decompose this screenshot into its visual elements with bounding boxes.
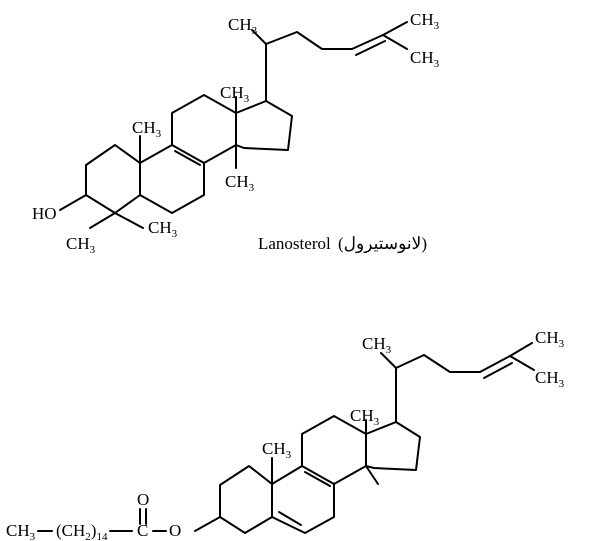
label-ester-carbon: C <box>137 521 148 540</box>
ester-structure: CH3 CH3 CH3 CH3 CH3 O C O CH3 (CH2)14 <box>6 328 565 541</box>
label-methyl-c10-2: CH3 <box>262 439 292 461</box>
double-bond-c5-c6 <box>278 511 302 526</box>
side-chain-double-bond <box>355 40 386 56</box>
side-chain-double-bond-2 <box>483 362 513 379</box>
side-chain-methyl-bond <box>251 29 267 45</box>
label-chain-unit: (CH2)14 <box>56 521 108 541</box>
label-methyl-c10: CH3 <box>132 118 162 140</box>
label-methyl-side: CH3 <box>228 15 258 37</box>
terminal-methyl-top-bond-2 <box>509 342 533 357</box>
label-methyl-c14: CH3 <box>225 172 255 194</box>
ring-d-2 <box>365 421 421 471</box>
label-methyl-end-bottom: CH3 <box>410 48 440 70</box>
caption-arabic: (لانوستيرول) <box>338 234 427 254</box>
side-chain-methyl-bond-2 <box>380 352 397 369</box>
methyl-bond-c14-2 <box>365 465 379 485</box>
ring-a-2 <box>219 465 273 534</box>
lanosterol-structure: CH3 CH3 CH3 CH3 CH3 CH3 CH3 CH3 HO Lanos… <box>32 10 440 256</box>
side-chain <box>265 31 408 102</box>
label-methyl-c4a: CH3 <box>66 234 96 256</box>
label-methyl-end-bottom-2: CH3 <box>535 368 565 390</box>
double-bond-c8-c9-2 <box>304 471 331 487</box>
terminal-methyl-top-bond <box>382 21 408 36</box>
ring-b-2 <box>271 465 335 534</box>
methyl-bond-c4a <box>89 212 116 229</box>
ring-d <box>235 100 293 151</box>
hydroxyl-bond <box>59 194 87 211</box>
methyl-bond-c4b <box>114 212 144 229</box>
ring-c <box>171 94 237 164</box>
label-carbonyl-oxygen: O <box>137 490 149 509</box>
ester-bond-c3 <box>194 516 221 532</box>
label-methyl-end-top-2: CH3 <box>535 328 565 350</box>
label-hydroxyl: HO <box>32 204 57 223</box>
caption-latin: Lanosterol <box>258 234 331 253</box>
side-chain-2 <box>395 354 535 423</box>
label-chain-start: CH3 <box>6 521 36 541</box>
double-bond-c8-c9 <box>174 150 201 166</box>
label-methyl-side-2: CH3 <box>362 334 392 356</box>
label-ester-oxygen: O <box>169 521 181 540</box>
label-methyl-c13-2: CH3 <box>350 406 380 428</box>
ring-c-2 <box>301 415 367 485</box>
label-methyl-end-top: CH3 <box>410 10 440 32</box>
ring-a <box>85 144 141 214</box>
label-methyl-c13: CH3 <box>220 83 250 105</box>
label-methyl-c4b: CH3 <box>148 218 178 240</box>
ring-b <box>139 144 205 214</box>
